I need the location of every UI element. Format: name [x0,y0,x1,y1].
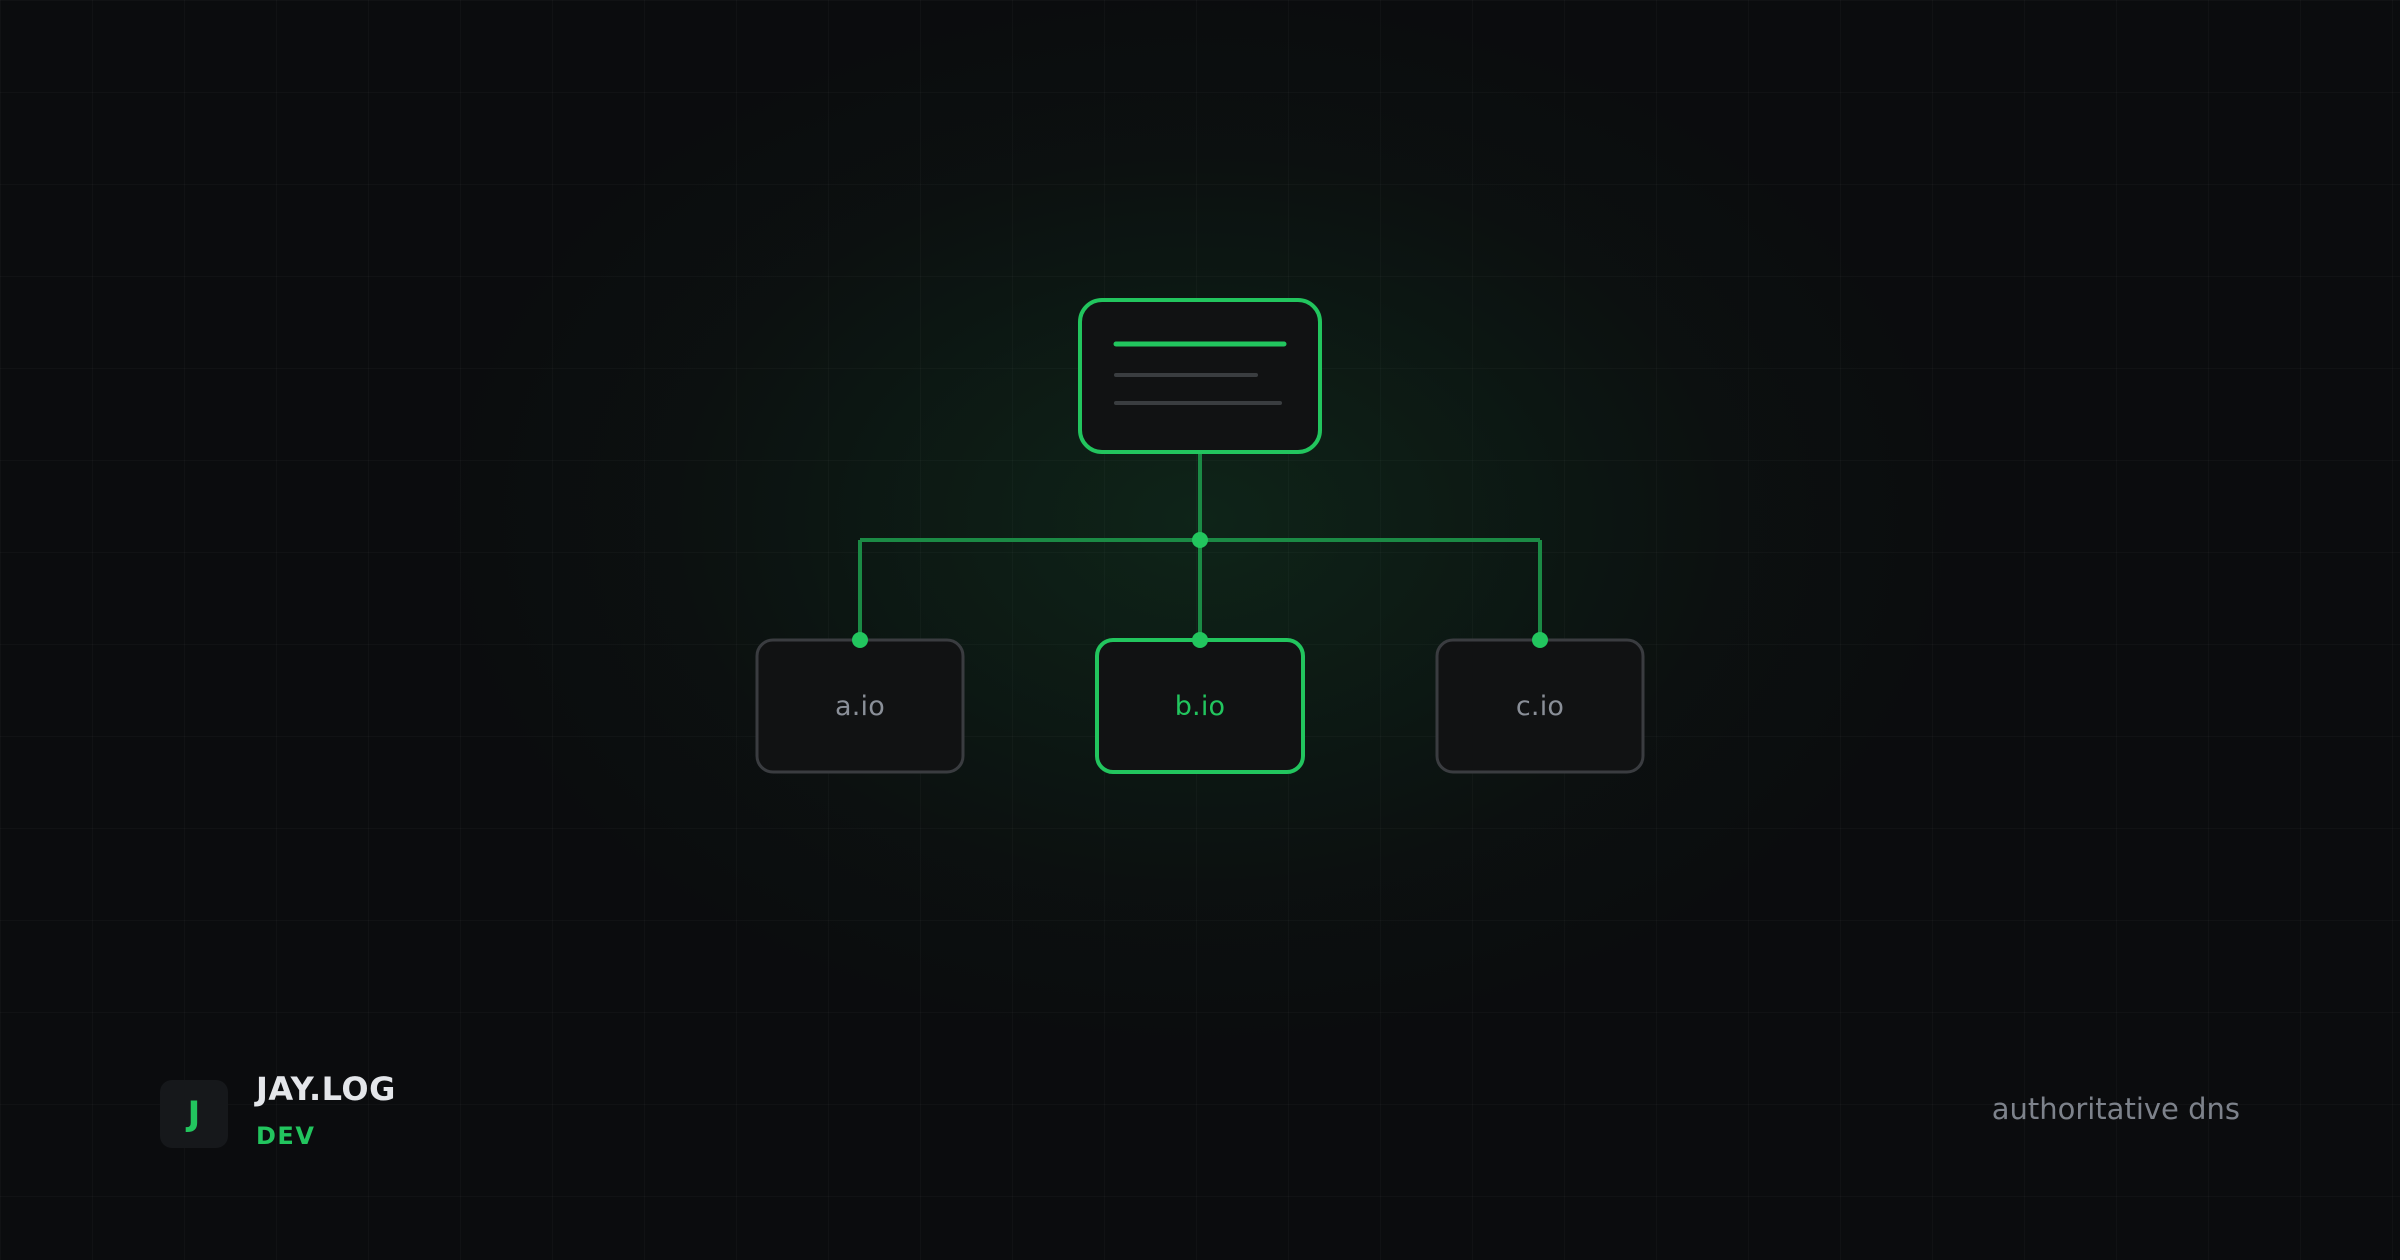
junction-dots [852,532,1548,648]
child-node-c-label: c.io [1515,690,1565,722]
document-icon [1113,341,1287,405]
brand-logo-initial: J [187,1094,201,1134]
junction-dot-b [1192,632,1208,648]
child-node-b-label: b.io [1174,690,1226,722]
brand-tag: DEV [256,1122,316,1150]
brand-logo-badge: J [160,1080,228,1148]
post-topic: authoritative dns [1991,1092,2240,1126]
junction-dot-a [852,632,868,648]
child-node-a-label: a.io [835,690,885,722]
brand-name: JAY.LOG [256,1070,396,1108]
junction-dot-c [1532,632,1548,648]
root-node [1078,298,1322,454]
junction-dot-center [1192,532,1208,548]
